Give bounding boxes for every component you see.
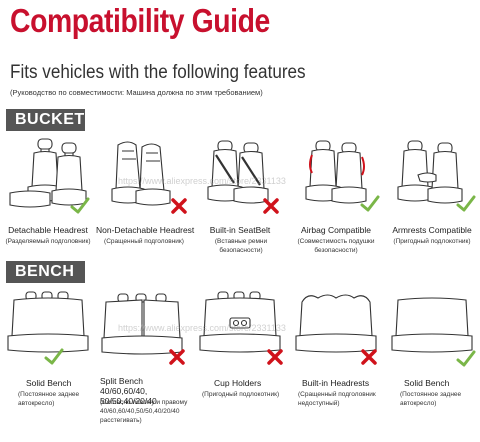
cross-icon: [263, 198, 279, 214]
item-caption: Armrests Compatible: [392, 225, 472, 235]
bench-seat-solid-no-headrest-icon: [391, 297, 473, 353]
item-caption: Solid Bench: [404, 378, 450, 388]
section-label-bucket: BUCKET: [6, 109, 85, 131]
page-title: Compatibility Guide: [10, 2, 270, 40]
bucket-seat-airbag-icon: [305, 140, 367, 204]
check-icon: [456, 350, 476, 367]
item-caption-ru: (Разделяемый подголовник): [5, 238, 91, 245]
check-icon: [44, 348, 64, 365]
item-caption: Cup Holders: [214, 378, 262, 388]
cross-icon: [169, 349, 185, 365]
cross-icon: [361, 349, 377, 365]
item-caption: Solid Bench: [26, 378, 72, 388]
item-caption-ru: (Вставные ремни безопасности): [214, 238, 268, 254]
bucket-seat-non-detachable-icon: [111, 141, 171, 206]
check-icon: [70, 197, 90, 214]
item-caption: Non-Detachable Headrest: [96, 225, 195, 235]
check-icon: [360, 195, 380, 212]
item-caption: Airbag Compatible: [301, 225, 371, 235]
section-label-bench: BENCH: [6, 261, 85, 283]
page-subtitle: Fits vehicles with the following feature…: [10, 62, 306, 83]
item-caption-ru: (Постоянное заднее автокресло): [18, 391, 80, 407]
bucket-seat-seatbelt-icon: [207, 140, 269, 204]
item-caption: Split Bench 40/60,60/40, 50/50,40/20/40: [100, 376, 157, 406]
page-title-text: Compatibility Guide: [10, 2, 270, 39]
item-caption-ru: (Пригодный подлокотник): [202, 391, 280, 398]
page-subtitle-ru: (Руководство по совместимости: Машина до…: [10, 88, 263, 97]
bench-seat-solid-icon: [7, 291, 89, 353]
item-caption-ru: (Согласно левому и правому 40/60,60/40,5…: [100, 399, 188, 424]
item-caption-ru: (Постоянное заднее автокресло): [400, 391, 462, 407]
check-icon: [456, 195, 476, 212]
cross-icon: [171, 198, 187, 214]
bucket-seat-armrest-icon: [397, 140, 463, 204]
item-caption: Built-in Headrests: [302, 378, 370, 388]
item-caption-ru: (Пригодный подлокотник): [393, 238, 471, 245]
item-caption: Detachable Headrest: [8, 225, 88, 235]
bench-seat-cupholder-icon: [199, 291, 281, 353]
item-caption: Built-in SeatBelt: [209, 225, 271, 235]
cross-icon: [267, 349, 283, 365]
bucket-seat-pair-icon: [9, 138, 87, 208]
item-caption-ru: (Совместимость подушки безопасности): [297, 238, 375, 254]
bench-seat-builtin-headrest-icon: [295, 294, 377, 353]
item-caption-ru: (Сращенный подголовник): [104, 238, 184, 245]
item-caption-ru: (Сращенный подголовник недоступный): [298, 391, 376, 407]
